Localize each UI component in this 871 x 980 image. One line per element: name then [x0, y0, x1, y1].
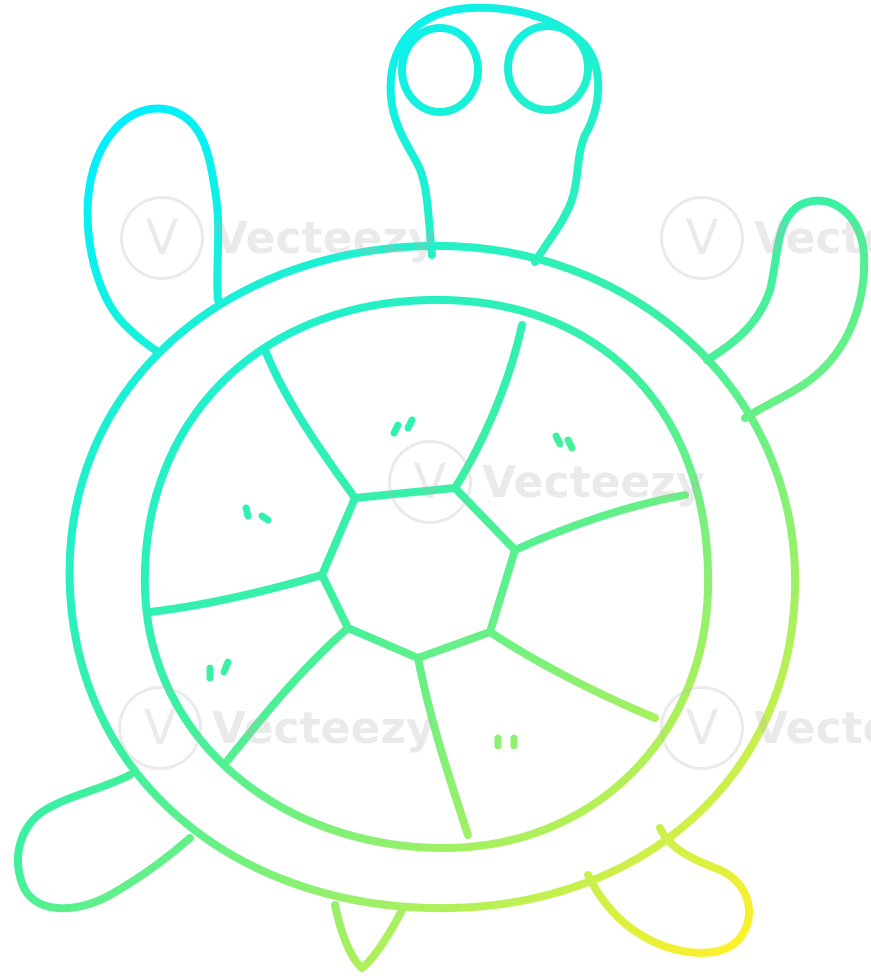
right-eye — [504, 22, 592, 114]
shell-outer-rim — [65, 241, 800, 913]
shell-divider — [511, 491, 689, 554]
shell-spot — [206, 658, 232, 682]
flipper-upper-left — [83, 104, 223, 356]
shell-divider — [261, 346, 359, 502]
shell-divider — [146, 571, 326, 616]
tail — [331, 901, 406, 972]
shell-spot — [242, 504, 272, 524]
shell-inner-ring — [140, 295, 713, 853]
turtle-head — [386, 3, 603, 266]
shell-divider — [486, 628, 659, 722]
flipper-upper-right — [703, 196, 869, 422]
shell-divider — [224, 624, 352, 764]
shell-divider — [414, 654, 472, 839]
flipper-lower-right — [584, 824, 753, 957]
left-eye — [398, 24, 482, 116]
flipper-lower-left — [13, 771, 194, 913]
shell-divider — [451, 321, 526, 492]
shell-spot — [494, 734, 518, 750]
shell-spot — [552, 432, 576, 452]
shell-center-plate — [318, 484, 519, 662]
shell-spot — [390, 416, 416, 437]
